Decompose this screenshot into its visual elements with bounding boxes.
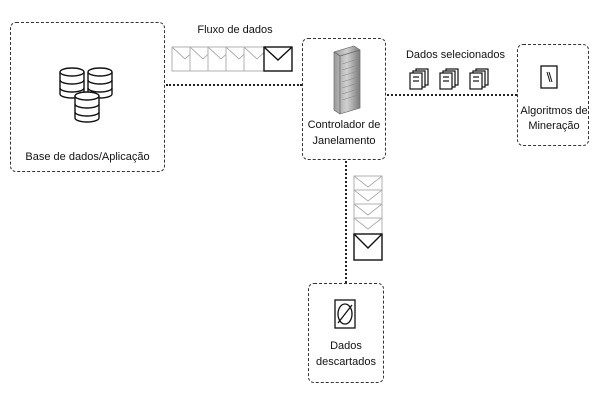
algorithms-label-line2: Mineração <box>528 120 580 132</box>
discard-icon <box>334 299 356 329</box>
edge-selected-label: Dados selecionados <box>405 49 506 61</box>
controller-label-line2: Janelamento <box>312 135 376 147</box>
envelope-stack-icon <box>353 175 383 261</box>
database-icon <box>59 67 113 123</box>
controller-label-line1: Controlador de <box>307 119 381 131</box>
discarded-label-line2: descartados <box>316 356 376 368</box>
database-label: Base de dados/Aplicação <box>25 151 150 163</box>
edge-flow-line <box>166 84 302 86</box>
algorithms-label-line1: Algoritmos de <box>520 105 588 117</box>
edge-discard-line <box>345 161 347 283</box>
algorithms-node <box>517 44 589 146</box>
discarded-label-line1: Dados <box>330 340 362 352</box>
document-icon <box>540 65 558 89</box>
document-stack-icon <box>409 68 489 90</box>
edge-flow-label: Fluxo de dados <box>197 24 273 36</box>
server-tower-icon <box>333 45 361 115</box>
edge-selected-line <box>387 94 517 96</box>
envelope-stream-icon <box>171 46 293 72</box>
